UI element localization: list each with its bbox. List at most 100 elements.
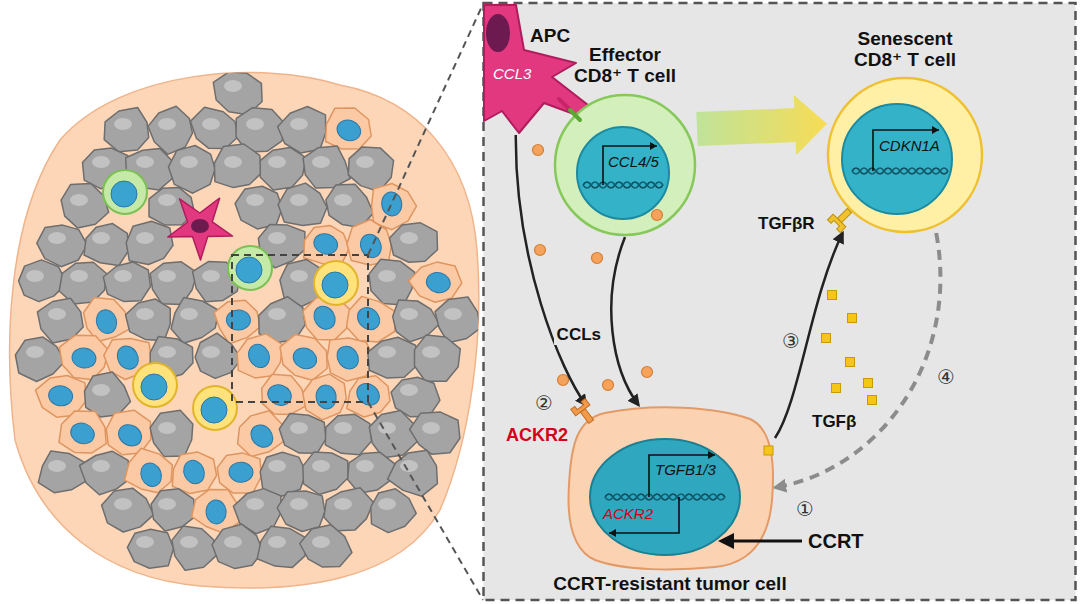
cell-highlight	[378, 498, 396, 510]
resistant-cell	[106, 410, 151, 455]
cell-nucleus	[310, 302, 340, 333]
apc-icon	[168, 198, 233, 260]
tumor-cell-icon	[61, 183, 109, 228]
receptor-label: TGFβR	[758, 214, 815, 234]
cell-highlight	[268, 308, 286, 320]
callout-number: ③	[782, 330, 800, 353]
resistant-cell	[237, 334, 283, 378]
zoom-line	[368, 4, 483, 255]
tumor-cell-icon	[371, 489, 416, 533]
tumor-cell-icon	[235, 186, 282, 229]
callout-number: ④	[937, 366, 955, 389]
dna-strand	[583, 182, 663, 188]
zoom-line	[368, 402, 483, 600]
cell-nucleus	[111, 181, 137, 207]
tumor-cell-icon	[80, 451, 131, 495]
cell-highlight	[114, 118, 132, 130]
cell-highlight	[180, 308, 198, 320]
receptor-cup	[827, 214, 845, 232]
tumor-cell-icon	[150, 410, 193, 456]
cell-highlight	[422, 346, 440, 358]
cell-highlight	[114, 498, 132, 510]
cell-highlight	[246, 498, 264, 510]
tumor-cell-shape	[565, 405, 775, 570]
cell-highlight	[268, 156, 286, 168]
resistant-cell	[304, 225, 350, 265]
cell-highlight	[48, 308, 66, 320]
cell-highlight	[378, 346, 396, 358]
tumor-cell-icon	[260, 147, 306, 190]
cell-highlight	[400, 460, 418, 472]
cell-highlight	[158, 194, 176, 206]
dna-strand	[852, 168, 948, 174]
cell-nucleus	[137, 460, 165, 490]
cell-highlight	[268, 460, 286, 472]
cell-highlight	[312, 460, 330, 472]
arrow-connector	[775, 233, 843, 438]
cell-nucleus	[590, 439, 740, 555]
tgfb-square	[822, 334, 831, 343]
gene-name: CCL4/5	[608, 153, 659, 170]
treatment-arrow	[731, 539, 802, 542]
cell-highlight	[312, 536, 330, 548]
cell-label: Senescent CD8⁺ T cell	[849, 29, 961, 71]
cell-highlight	[48, 232, 66, 244]
resistant-cell	[347, 220, 392, 266]
tumor-cell-icon	[126, 299, 171, 341]
chemokine-dot	[558, 375, 569, 386]
tgfb-square	[868, 396, 877, 405]
cell-nucleus	[334, 117, 364, 144]
resistant-cell	[59, 411, 106, 453]
cell-highlight	[246, 194, 264, 206]
tumor-cell-icon	[38, 451, 87, 493]
senescent-t-cell: Senescent CD8⁺ T cellCDKN1A	[827, 77, 983, 233]
cell-nucleus	[357, 231, 385, 261]
cell-nucleus	[236, 257, 262, 283]
tumor-cell-icon	[127, 529, 173, 568]
tumor-cells	[15, 72, 480, 571]
cell-highlight	[158, 422, 176, 434]
cell-highlight	[268, 232, 286, 244]
receptor-symbol	[827, 204, 855, 232]
cell-nucleus	[201, 397, 227, 423]
cell-highlight	[290, 498, 308, 510]
tumor-cell-icon	[325, 414, 371, 455]
tgfb-square	[846, 358, 855, 367]
gene-name: ACKR2	[603, 505, 653, 522]
cell-nucleus	[191, 219, 209, 233]
cell-membrane	[555, 95, 695, 235]
resistant-cell	[59, 335, 108, 380]
cell-highlight	[158, 118, 176, 130]
cell-highlight	[136, 536, 154, 548]
cell-membrane	[568, 407, 773, 569]
tumor-cell-icon	[390, 223, 438, 263]
cell-highlight	[70, 194, 88, 206]
cell-label: APC	[530, 25, 570, 47]
gene-arrowhead	[932, 126, 939, 134]
tumor-cell-icon	[368, 337, 419, 378]
cell-highlight	[26, 346, 44, 358]
cell-highlight	[202, 346, 220, 358]
tumor-cell-icon	[148, 106, 193, 154]
dna-strand	[605, 494, 725, 500]
cell-highlight	[92, 156, 110, 168]
tumor-cell-icon	[172, 526, 216, 570]
tgfb-square	[848, 314, 857, 323]
t-cell-icon	[103, 170, 147, 214]
ligand-label: TGFβ	[812, 412, 856, 432]
cell-highlight	[334, 498, 352, 510]
gene-arrow	[649, 455, 715, 497]
tumor-cell-icon	[102, 488, 154, 532]
cell-nucleus	[180, 457, 208, 487]
cell-highlight	[356, 156, 374, 168]
tumor-cell-icon	[151, 489, 195, 531]
chemokine-dot	[603, 380, 614, 391]
resistant-cell	[238, 411, 284, 457]
tumor-cell-icon	[212, 524, 263, 568]
cell-nucleus	[245, 341, 273, 371]
cell-nucleus	[141, 374, 167, 400]
cell-highlight	[356, 460, 374, 472]
cell-nucleus	[93, 307, 119, 336]
cell-nucleus	[113, 342, 142, 373]
